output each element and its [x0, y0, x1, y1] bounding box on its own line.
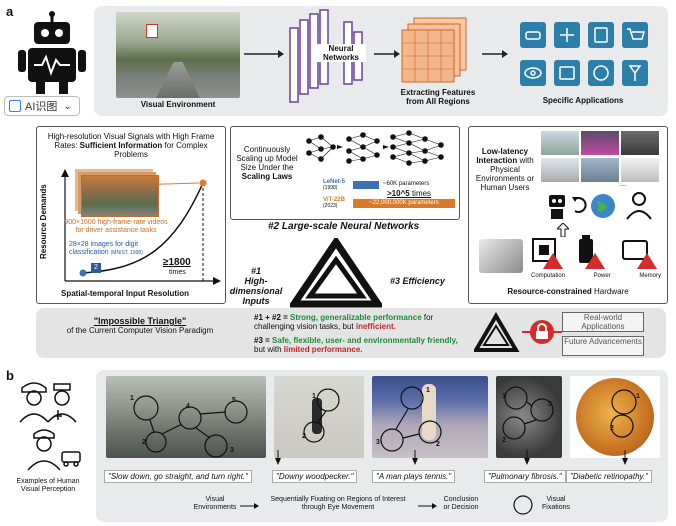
- fixation-number: 2: [610, 425, 614, 432]
- video-frames-thumbnail: [81, 175, 159, 217]
- future-advancements-button[interactable]: Future Advancements: [562, 336, 644, 356]
- quote-xray: "Pulmonary fibrosis.": [484, 470, 566, 483]
- legend-visual-fixations: Visual Fixations: [541, 496, 570, 511]
- quote-woodpecker: "Downy woodpecker.": [272, 470, 358, 483]
- legend-visual-environments: Visual Environments: [193, 496, 237, 511]
- vit-label: ViT-22B(2023): [323, 197, 345, 209]
- quote-tennis: "A man plays tennis.": [372, 470, 456, 483]
- box1-times: times: [169, 269, 186, 276]
- arrow-icon: [482, 50, 508, 58]
- feature-maps-icon: [401, 17, 467, 83]
- fixation-number: 5: [232, 397, 236, 404]
- high-dimensional-inputs-box: High-resolution Visual Signals with High…: [36, 126, 226, 304]
- caption-large-scale-networks: #2 Large-scale Neural Networks: [268, 221, 420, 232]
- triangle-label-3: #3 Efficiency: [390, 276, 445, 286]
- woodpecker-image: [274, 376, 364, 458]
- panel-label-a: a: [6, 4, 14, 19]
- vit-bar: ~22,000,000K parameters: [353, 199, 455, 208]
- fixation-number: 2: [502, 437, 506, 444]
- legend-fixating: Sequentially Fixating on Regions of Inte…: [270, 496, 406, 511]
- scan-icon: [9, 100, 21, 112]
- box3-desc: Low-latency Interaction with Physical En…: [475, 147, 535, 192]
- fixation-number: 1: [502, 393, 506, 400]
- lenet-label: LeNet-5(1998): [323, 179, 346, 191]
- visual-environment-image: [116, 12, 240, 98]
- hardware-labels: Computation Power Memory: [531, 273, 661, 279]
- fixation-number: 2: [302, 433, 306, 440]
- fixation-number: 3: [376, 439, 380, 446]
- real-world-applications-button[interactable]: Real-world Applications: [562, 312, 644, 332]
- human-experts-icon: [19, 382, 81, 471]
- summary-equation-1: #1 + #2 = Strong, generalizable performa…: [254, 313, 434, 331]
- box1-multiplier: ≥1800: [163, 257, 191, 268]
- penrose-triangle-small-icon: [474, 312, 520, 352]
- robot-icon: [18, 11, 86, 94]
- box2-multiplier: >10^5 times: [387, 189, 432, 198]
- application-tiles: [518, 20, 648, 90]
- fixation-circle-icon: [513, 495, 533, 515]
- hardware-constraint-icons: [532, 235, 657, 269]
- arrow-icon: [418, 503, 437, 509]
- fixation-number: 1: [636, 393, 640, 400]
- penrose-triangle-icon: [290, 238, 382, 308]
- chevron-down-icon: ⌄: [63, 100, 72, 112]
- fixation-number: 4: [186, 403, 190, 410]
- lenet-bar: [353, 181, 379, 189]
- fixation-number: 1: [426, 387, 430, 394]
- summary-title: "Impossible Triangle" of the Current Com…: [66, 316, 214, 335]
- quote-retina: "Diabetic retinopathy.": [566, 470, 653, 483]
- arrow-icon: [374, 50, 400, 58]
- fixation-number: 1: [130, 395, 134, 402]
- box3-footer: Resource-constrained Hardware: [507, 287, 629, 296]
- arrow-up-icon: [557, 223, 569, 237]
- visual-environment-label: Visual Environment: [140, 100, 216, 109]
- chip-image: [479, 239, 523, 273]
- fixation-number: 2: [436, 441, 440, 448]
- human-perception-caption: Examples of Human Visual Perception: [16, 478, 80, 493]
- lock-icon: [522, 320, 562, 344]
- tennis-image: [372, 376, 488, 458]
- fixation-number: 3: [548, 401, 552, 408]
- network-graphs-icon: [306, 130, 444, 166]
- fixation-number: 1: [312, 393, 316, 400]
- lenet-params: ~60K parameters: [383, 181, 430, 187]
- arrow-icon: [244, 50, 284, 58]
- panel-label-b: b: [6, 368, 14, 383]
- ai-button-label: AI识图: [25, 101, 58, 113]
- neural-networks-label: Neural Networks: [316, 44, 366, 62]
- interaction-images: [541, 131, 663, 183]
- arrow-icon: [240, 503, 259, 509]
- legend-conclusion: Conclusion or Decision: [443, 496, 479, 511]
- box1-title: High-resolution Visual Signals with High…: [47, 132, 215, 159]
- retina-image: [570, 376, 660, 458]
- quote-driving: "Slow down, go straight, and turn right.…: [104, 470, 252, 483]
- resource-constrained-hardware-box: Low-latency Interaction with Physical En…: [468, 126, 668, 304]
- x-axis-label: Spatial-temporal Input Resolution: [61, 289, 190, 298]
- ai-recognize-button[interactable]: AI识图 ⌄: [4, 96, 80, 116]
- fixation-number: 3: [230, 447, 234, 454]
- digit-thumbnail: 2: [91, 263, 101, 273]
- y-axis-label: Resource Demands: [39, 184, 48, 259]
- extracting-features-label: Extracting Features from All Regions: [400, 88, 476, 106]
- large-scale-networks-box: Continuously Scaling up Model Size Under…: [230, 126, 460, 220]
- mnist-note: 28×28 images for digit classification (M…: [69, 241, 143, 256]
- driving-scene-image: [106, 376, 266, 458]
- interaction-icons: [549, 192, 652, 220]
- more-images-dots: ....: [619, 181, 627, 188]
- box2-desc: Continuously Scaling up Model Size Under…: [236, 145, 298, 181]
- videos-note: 900×1600 high-frame-rate videos for driv…: [64, 219, 168, 234]
- specific-applications-label: Specific Applications: [542, 96, 624, 105]
- fixation-overlays: 1 2 4 5 3 1 2 1 3 2 1 3 2 1 2: [130, 386, 640, 465]
- fixation-number: 2: [142, 439, 146, 446]
- summary-equation-2: #3 = Safe, flexible, user- and environme…: [254, 336, 458, 354]
